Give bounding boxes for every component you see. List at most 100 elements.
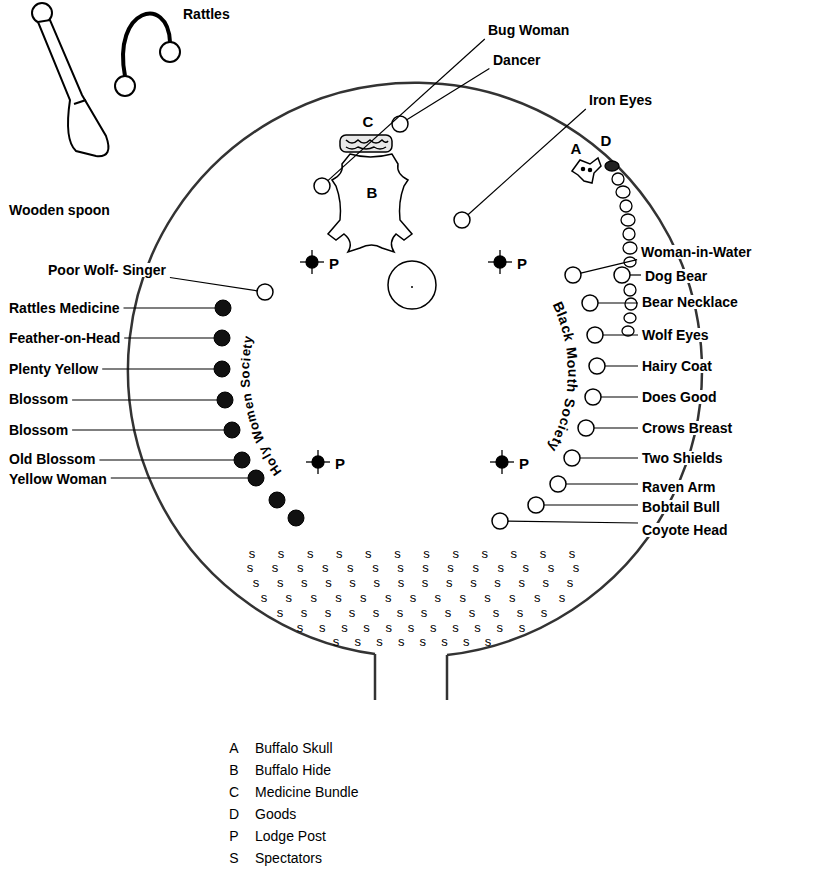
object-letter: D xyxy=(600,133,613,148)
spectator-mark: s xyxy=(310,591,317,604)
spectator-mark: s xyxy=(347,561,354,574)
medicine-bundle-part xyxy=(346,147,386,149)
spectator-mark: s xyxy=(472,561,479,574)
participant-circle-part xyxy=(578,420,594,436)
participant-circle-part xyxy=(492,513,508,529)
buffalo-skull-part xyxy=(589,169,592,172)
spectator-mark: s xyxy=(481,547,488,560)
leader-line xyxy=(601,396,638,397)
participant-circle-part xyxy=(528,497,544,513)
fireplace-part xyxy=(388,261,436,309)
spectator-mark: s xyxy=(446,576,453,589)
holy-woman-dot-part xyxy=(214,330,230,346)
post-letter: P xyxy=(334,456,346,471)
wooden-spoon-drawing xyxy=(32,3,108,156)
leader-line xyxy=(594,427,638,428)
spectator-mark: s xyxy=(398,635,405,648)
leader-line xyxy=(407,69,490,120)
legend-letter: P xyxy=(228,829,239,843)
spectator-mark: s xyxy=(386,621,393,634)
spectator-mark: s xyxy=(394,547,401,560)
object-label: Rattles xyxy=(182,7,231,21)
participant-name: Rattles Medicine xyxy=(8,301,120,315)
participant-name: Wolf Eyes xyxy=(641,328,710,342)
spectator-mark: s xyxy=(435,591,442,604)
object-letter: B xyxy=(366,185,379,200)
spectator-mark: s xyxy=(420,635,427,648)
holy-woman-dot xyxy=(214,300,304,526)
buffalo-skull xyxy=(572,158,601,183)
goods-pile-part xyxy=(623,242,637,254)
society-letter: k xyxy=(561,332,576,343)
holy-woman-dot-part xyxy=(217,392,233,408)
society-letter: e xyxy=(239,349,253,358)
spectator-mark: s xyxy=(470,576,477,589)
participant-name: Coyote Head xyxy=(641,523,729,537)
spectator-mark: s xyxy=(349,576,356,589)
spectator-mark: s xyxy=(360,591,367,604)
goods-pile-part xyxy=(623,228,635,240)
spectator-mark: s xyxy=(410,591,417,604)
spectator-mark: s xyxy=(277,576,284,589)
leader-line xyxy=(124,307,216,308)
goods-pile-part xyxy=(625,298,637,310)
spectator-mark: s xyxy=(297,561,304,574)
lodge-wall xyxy=(128,83,702,700)
legend-text: Lodge Post xyxy=(254,829,327,843)
leader-line xyxy=(328,39,485,181)
spectator-mark: s xyxy=(277,606,284,619)
leader-line xyxy=(605,365,638,366)
leader-line xyxy=(566,483,638,484)
spectator-mark: s xyxy=(397,606,404,619)
spectator-mark: s xyxy=(452,621,459,634)
spectator-mark: s xyxy=(365,547,372,560)
participant-name: Yellow Woman xyxy=(8,472,108,486)
participant-name: Iron Eyes xyxy=(588,93,653,107)
participant-circle-part xyxy=(314,178,330,194)
spectator-mark: s xyxy=(247,561,254,574)
spectator-mark: s xyxy=(498,561,505,574)
leader-line xyxy=(598,302,638,303)
participant-name: Bear Necklace xyxy=(641,295,739,309)
spectator-mark: s xyxy=(286,591,293,604)
spectator-mark: s xyxy=(559,591,566,604)
spectator-mark: s xyxy=(543,576,550,589)
legend-letter: B xyxy=(228,763,239,777)
spectator-mark: s xyxy=(485,635,492,648)
society-letter: y xyxy=(241,335,255,345)
participant-circle-part xyxy=(257,284,273,300)
spectator-mark: s xyxy=(297,621,304,634)
spectator-mark: s xyxy=(354,635,361,648)
spectator-mark: s xyxy=(278,547,285,560)
lodge-post-part xyxy=(496,456,508,468)
holy-woman-dot-part xyxy=(248,470,264,486)
participant-circle-part xyxy=(585,389,601,405)
spectator-mark: s xyxy=(517,606,524,619)
holy-woman-dot-part xyxy=(224,422,240,438)
medicine-bundle-part xyxy=(340,135,392,152)
participant-circle-part xyxy=(614,267,630,283)
participant-circle-part xyxy=(587,327,603,343)
leader-line xyxy=(111,477,248,478)
lodge-wall-part xyxy=(128,83,702,655)
goods-pile-part xyxy=(624,313,636,323)
spectator-mark: s xyxy=(363,621,370,634)
spectator-mark: s xyxy=(372,561,379,574)
object-letter: A xyxy=(570,141,583,156)
post-letter: P xyxy=(516,256,528,271)
fireplace xyxy=(388,261,436,309)
legend-text: Buffalo Hide xyxy=(254,763,332,777)
rattle-drawing-part xyxy=(115,76,135,96)
spectator-mark: s xyxy=(325,606,332,619)
buffalo-skull-part xyxy=(582,168,585,171)
goods-pile-part xyxy=(624,284,636,296)
spectator-mark: s xyxy=(376,635,383,648)
legend-text: Buffalo Skull xyxy=(254,741,334,755)
goods-pile-part xyxy=(621,214,635,226)
rattle-drawing xyxy=(115,14,180,96)
society-letter: i xyxy=(239,357,252,362)
participant-name: Woman-in-Water xyxy=(640,245,752,259)
leader-line xyxy=(170,278,257,291)
leader-line xyxy=(508,521,638,523)
